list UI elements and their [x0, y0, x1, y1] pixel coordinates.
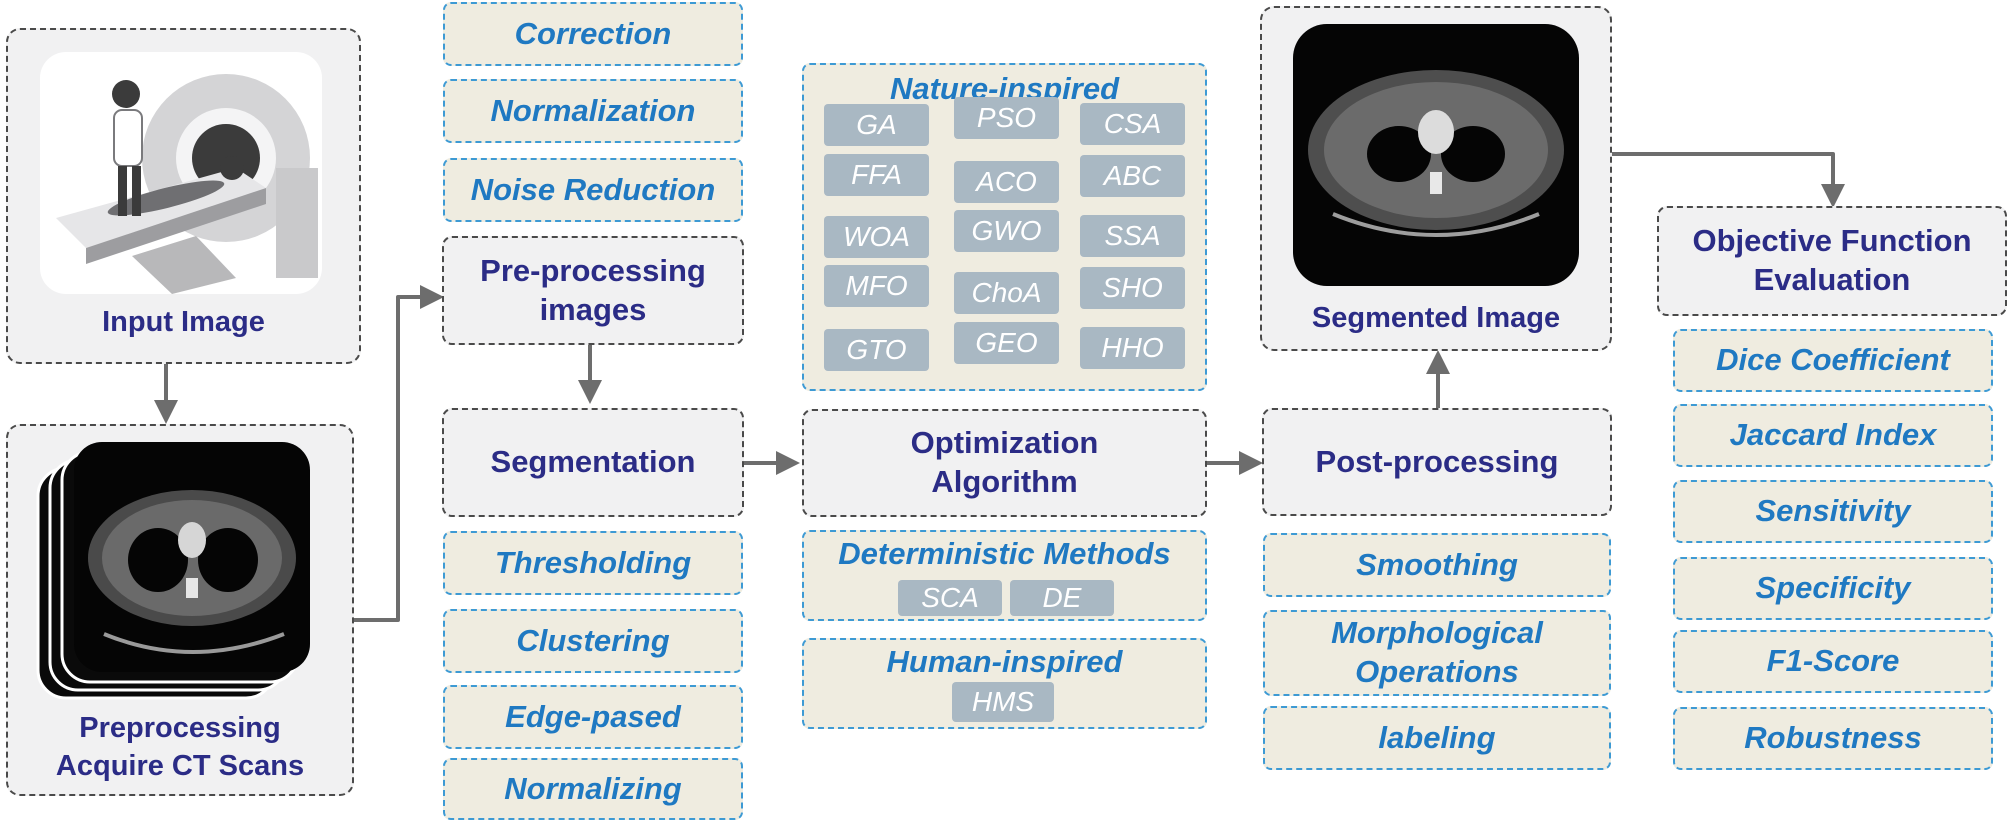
optimization-label-line1: Optimization — [910, 425, 1099, 461]
ct-scans-label-line1: Preprocessing — [79, 712, 281, 744]
chip-ssa: SSA — [1080, 215, 1185, 257]
segmentation-method-label: Edge-pased — [505, 698, 681, 734]
chip-abc: ABC — [1080, 155, 1185, 197]
input-image-label: Input Image — [102, 306, 265, 338]
chip-woa: WOA — [824, 216, 929, 258]
segmentation-method-clustering: Clustering — [443, 609, 743, 673]
segmented-image-label: Segmented Image — [1311, 302, 1561, 334]
segmentation-method-normalizing: Normalizing — [443, 758, 743, 820]
preprocessing-label-line2: images — [539, 291, 647, 327]
chip-geo: GEO — [954, 322, 1059, 364]
post-processing-step-label-line1: Morphological — [1331, 615, 1543, 651]
chip-gwo: GWO — [954, 210, 1059, 252]
chip-pso: PSO — [954, 97, 1059, 139]
ct-scans-label-line2: Acquire CT Scans — [55, 749, 305, 782]
arrow-ct-to-preprocessing — [340, 285, 444, 622]
metric-label: Dice Coefficient — [1716, 342, 1950, 378]
chip-csa: CSA — [1080, 103, 1185, 145]
post-processing-step-smoothing: Smoothing — [1263, 533, 1611, 597]
segmentation-method-edge-pased: Edge-pased — [443, 685, 743, 749]
preprocessing-step-correction: Correction — [443, 2, 743, 66]
segmentation-method-label: Clustering — [516, 622, 670, 658]
post-processing-step-labeling: labeling — [1263, 706, 1611, 770]
preprocessing-images-box: Pre-processing images — [442, 236, 744, 345]
chip-mfo: MFO — [824, 265, 929, 307]
segmentation-method-label: Normalizing — [504, 770, 682, 806]
metric-robustness: Robustness — [1673, 707, 1993, 770]
metric-label: Specificity — [1755, 570, 1911, 606]
post-processing-label: Post-processing — [1315, 443, 1559, 479]
post-processing-step-morphological-operations: Morphological Operations — [1263, 610, 1611, 696]
metric-f1-score: F1-Score — [1673, 630, 1993, 693]
segmented-ct-image — [1293, 24, 1579, 286]
deterministic-methods-title: Deterministic Methods — [838, 536, 1171, 571]
optimization-label-line2: Algorithm — [931, 464, 1078, 499]
preprocessing-step-normalization: Normalization — [443, 79, 743, 143]
preprocessing-step-label: Correction — [514, 15, 672, 51]
post-processing-step-label: Smoothing — [1356, 546, 1518, 582]
chip-gto: GTO — [824, 329, 929, 371]
metric-label: Robustness — [1744, 720, 1922, 756]
ct-scans-label: Preprocessing Acquire CT Scans — [6, 710, 354, 785]
metric-label: F1-Score — [1766, 643, 1900, 679]
metric-dice-coefficient: Dice Coefficient — [1673, 329, 1993, 392]
human-inspired-title: Human-inspired — [886, 644, 1123, 679]
ct-scan-stack-image — [36, 442, 310, 700]
objective-function-box: Objective Function Evaluation — [1657, 206, 2007, 316]
preprocessing-step-noise-reduction: Noise Reduction — [443, 158, 743, 222]
segmentation-label: Segmentation — [490, 444, 696, 480]
metric-specificity: Specificity — [1673, 557, 1993, 620]
post-processing-step-label-line2: Operations — [1355, 654, 1519, 689]
chip-choa: ChoA — [954, 272, 1059, 314]
post-processing-box: Post-processing — [1262, 408, 1612, 516]
chip-hms: HMS — [952, 682, 1054, 722]
metric-jaccard-index: Jaccard Index — [1673, 404, 1993, 467]
chip-aco: ACO — [954, 161, 1059, 203]
deterministic-methods-panel: Deterministic Methods SCA DE — [802, 530, 1207, 621]
chip-hho: HHO — [1080, 327, 1185, 369]
metric-sensitivity: Sensitivity — [1673, 480, 1993, 543]
metric-label: Jaccard Index — [1729, 417, 1937, 453]
chip-sho: SHO — [1080, 267, 1185, 309]
chip-de: DE — [1010, 580, 1114, 616]
segmentation-method-label: Thresholding — [494, 544, 692, 580]
segmentation-method-thresholding: Thresholding — [443, 531, 743, 595]
arrow-segmented-to-objective — [1593, 152, 1845, 208]
segmentation-box: Segmentation — [442, 408, 744, 517]
ct-scanner-illustration — [40, 52, 322, 294]
preprocessing-label-line1: Pre-processing — [480, 252, 706, 288]
preprocessing-step-label: Normalization — [490, 92, 696, 128]
chip-ga: GA — [824, 104, 929, 146]
preprocessing-step-label: Noise Reduction — [470, 171, 716, 207]
chip-ffa: FFA — [824, 154, 929, 196]
post-processing-step-label: labeling — [1378, 719, 1496, 755]
optimization-algorithm-box: Optimization Algorithm — [802, 409, 1207, 517]
human-inspired-panel: Human-inspired HMS — [802, 638, 1207, 729]
objective-label-line1: Objective Function — [1692, 223, 1972, 259]
objective-label-line2: Evaluation — [1753, 262, 1911, 297]
chip-sca: SCA — [898, 580, 1002, 616]
metric-label: Sensitivity — [1755, 493, 1911, 529]
